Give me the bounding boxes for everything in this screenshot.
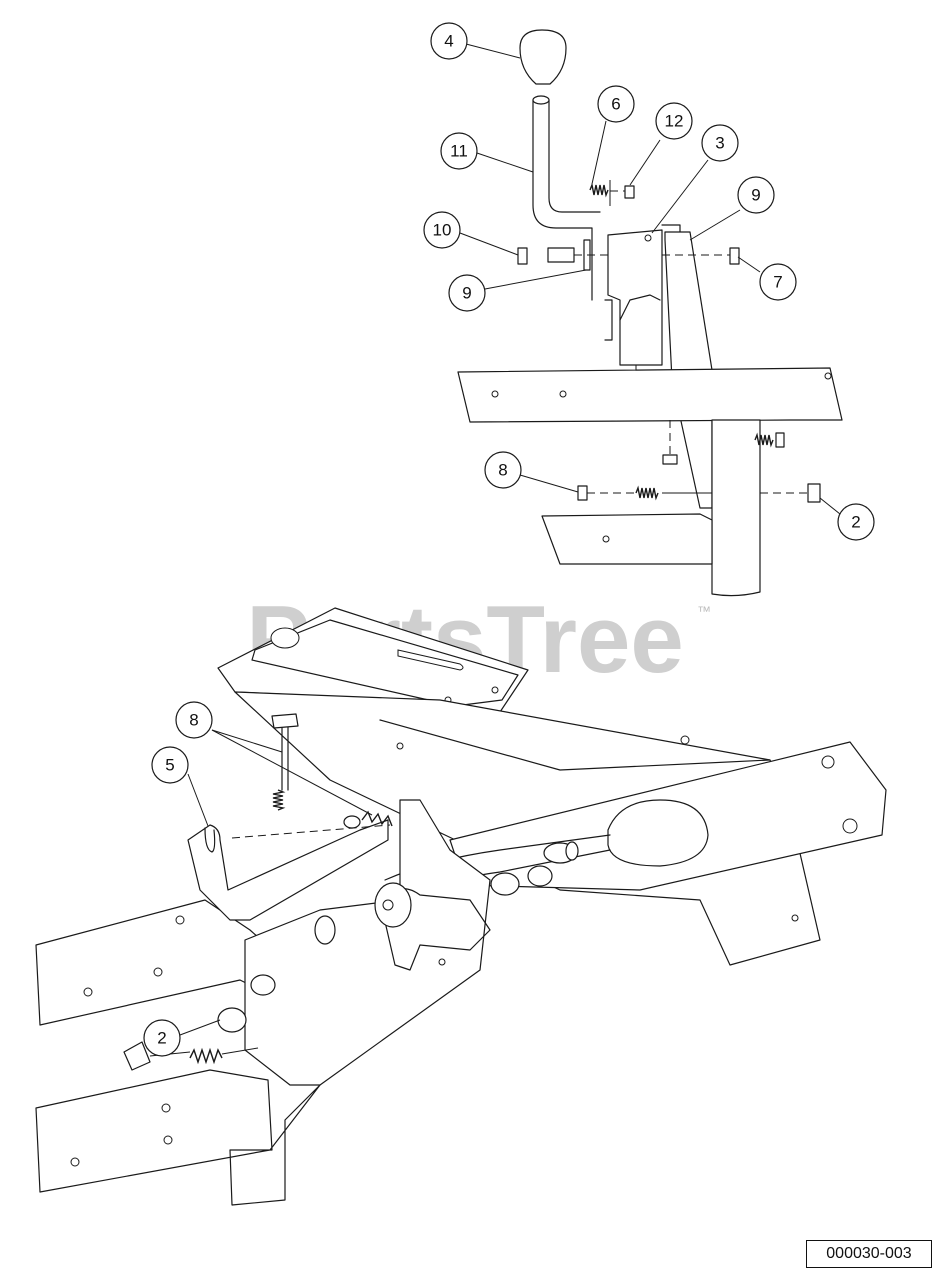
spacer-2 bbox=[217, 1007, 247, 1033]
frame-channel bbox=[711, 419, 761, 597]
callout-top-11: 11 bbox=[440, 132, 478, 170]
callout-top-10: 10 bbox=[423, 211, 461, 249]
callout-label: 11 bbox=[450, 142, 468, 161]
shift-lever bbox=[532, 99, 593, 301]
callout-top-4: 4 bbox=[430, 22, 468, 60]
callout-label: 10 bbox=[433, 221, 452, 240]
callout-label: 5 bbox=[165, 756, 174, 775]
lever-knob bbox=[607, 799, 709, 867]
callout-top-6: 6 bbox=[597, 85, 635, 123]
frame-rail-lower bbox=[541, 513, 713, 565]
control-plate bbox=[244, 799, 491, 1086]
callout-top-8: 8 bbox=[484, 451, 522, 489]
callout-label: 2 bbox=[851, 513, 860, 532]
callout-bottom-8: 8 bbox=[175, 701, 213, 739]
callout-label: 8 bbox=[189, 711, 198, 730]
lower-frame bbox=[35, 1069, 321, 1206]
leader-lines bbox=[179, 43, 841, 1036]
callout-label: 6 bbox=[611, 95, 620, 114]
callout-top-7: 7 bbox=[759, 263, 797, 301]
callout-top-2: 2 bbox=[837, 503, 875, 541]
bolt-8-head bbox=[271, 713, 299, 729]
nut-12 bbox=[624, 185, 635, 199]
callout-label: 4 bbox=[444, 32, 453, 51]
part-10 bbox=[517, 247, 528, 265]
return-spring bbox=[635, 485, 659, 501]
bolt-2-head bbox=[123, 1041, 151, 1071]
trademark-mark: ™ bbox=[697, 603, 711, 619]
callout-top-9b: 9 bbox=[448, 274, 486, 312]
knob bbox=[519, 29, 567, 85]
callout-label: 12 bbox=[665, 112, 684, 131]
bolt-9-left bbox=[547, 247, 575, 263]
callout-label: 8 bbox=[498, 461, 507, 480]
callout-bottom-2: 2 bbox=[143, 1019, 181, 1057]
callout-top-3: 3 bbox=[701, 124, 739, 162]
callout-label: 3 bbox=[715, 134, 724, 153]
callout-label: 2 bbox=[157, 1029, 166, 1048]
shift-bracket bbox=[607, 229, 663, 366]
callout-top-9a: 9 bbox=[737, 176, 775, 214]
bracket-5 bbox=[187, 819, 389, 921]
callout-label: 9 bbox=[462, 284, 471, 303]
callout-label: 9 bbox=[751, 186, 760, 205]
reference-code: 000030-003 bbox=[806, 1240, 932, 1268]
callout-label: 7 bbox=[773, 273, 782, 292]
bottom-assembled-view bbox=[35, 607, 887, 1206]
frame-rail-upper bbox=[457, 367, 843, 423]
top-exploded-view bbox=[457, 29, 843, 597]
callout-top-12: 12 bbox=[655, 102, 693, 140]
callout-bottom-5: 5 bbox=[151, 746, 189, 784]
bolt-7 bbox=[729, 247, 740, 265]
bolt-2 bbox=[807, 483, 821, 503]
bolt-8 bbox=[577, 485, 588, 501]
small-spring bbox=[589, 182, 609, 198]
